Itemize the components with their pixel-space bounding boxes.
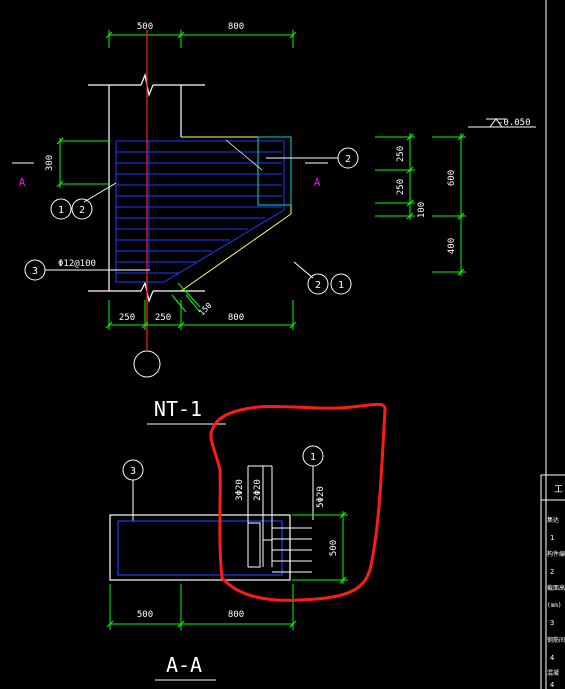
section-dim-bottom-1: 500 <box>137 610 153 620</box>
plan-dim-left: 300 <box>45 155 55 171</box>
plan-dim-top-2: 800 <box>228 22 244 32</box>
section-rebar-cage <box>117 520 283 576</box>
callout-right-bottom-num-2: 2 <box>315 280 321 291</box>
highlight-annotation <box>209 402 387 602</box>
section-callout-left-num: 3 <box>130 466 136 477</box>
detail-title: NT-1 <box>154 397 202 421</box>
section-mark-left: A <box>19 176 26 189</box>
elev-dim-left-2: 250 <box>396 179 406 195</box>
callout-left-circle-2 <box>71 198 93 220</box>
callout-right-bottom-circle-1 <box>330 273 352 295</box>
bar-label-5phi20: 5Φ20 <box>316 486 326 508</box>
side-panel-row-8: 钢筋间 <box>547 636 565 644</box>
callout-right-bottom-circle-2 <box>307 273 329 295</box>
plan-dim-diagonal: 150 <box>197 301 214 318</box>
side-panel-row-2: 1 <box>550 534 554 542</box>
side-panel-row-10: 混凝 <box>547 669 559 677</box>
callout-left-num-2: 2 <box>79 205 85 216</box>
section-aa: 3 1 3Φ20 2Φ20 5Φ20 <box>106 445 348 681</box>
section-mark-right: A <box>314 176 321 189</box>
callout-left-circle-1 <box>50 198 72 220</box>
level-label: -0.050 <box>498 118 531 128</box>
plan-inner-diagonal <box>225 139 263 171</box>
callout-left-leader <box>83 182 117 203</box>
elev-dim-right-1: 600 <box>447 170 457 186</box>
side-panel-row-3: 构件编 <box>547 550 565 558</box>
elev-dim-left-3: 100 <box>417 202 427 218</box>
elevation-dimensions: -0.050 250 250 100 600 400 <box>375 118 536 276</box>
plan-left-dimension <box>56 137 109 188</box>
plan-cyan-box <box>257 136 292 206</box>
plan-bottom-dimension <box>105 300 297 330</box>
callout-right-top-circle <box>337 147 359 169</box>
elev-dim-right-2: 400 <box>447 238 457 254</box>
plan-rebar-hatch <box>115 140 285 283</box>
callout-right-bottom-num-1: 1 <box>338 280 344 291</box>
plan-yellow-edges <box>180 136 292 292</box>
elev-dim-left-1: 250 <box>396 146 406 162</box>
plan-view: 500 800 <box>12 22 359 378</box>
section-title: A-A <box>166 653 202 677</box>
section-bar-lines <box>247 465 312 573</box>
plan-diagonal-dimension <box>171 282 201 313</box>
side-panel: 工 集达 1 构件编 2 截面高 (mm) 3 钢筋间 4 混凝 4 <box>540 0 565 689</box>
callout-bar-num: 3 <box>32 266 38 277</box>
plan-axis-bubble <box>133 350 161 378</box>
plan-dim-bottom-2: 250 <box>155 313 171 323</box>
plan-dim-bottom-3: 800 <box>228 313 244 323</box>
plan-top-dimension <box>105 30 297 48</box>
side-panel-row-1: 集达 <box>547 516 559 524</box>
section-dim-bottom-2: 800 <box>228 610 244 620</box>
callout-right-bottom-leader <box>293 261 314 279</box>
callout-left-num-1: 1 <box>58 205 64 216</box>
plan-dim-top-1: 500 <box>137 22 153 32</box>
side-panel-row-4: 2 <box>550 568 554 576</box>
callout-right-top-num: 2 <box>345 154 351 165</box>
bar-spec-label: Φ12@100 <box>58 259 96 269</box>
side-panel-row-7: 3 <box>550 619 554 627</box>
plan-dim-bottom-1: 250 <box>119 313 135 323</box>
bar-label-2phi20: 2Φ20 <box>253 479 263 501</box>
level-marker <box>468 118 536 128</box>
section-bottom-dimension <box>106 584 297 630</box>
side-panel-header: 工 <box>554 485 563 495</box>
elevation-right-dims <box>432 133 466 276</box>
bar-label-3phi20: 3Φ20 <box>235 479 245 501</box>
elevation-left-dims <box>375 133 415 220</box>
side-panel-row-5: 截面高 <box>547 584 565 592</box>
side-panel-row-6: (mm) <box>547 602 561 609</box>
section-dim-vertical: 500 <box>329 540 339 556</box>
section-vertical-dimension <box>292 511 348 584</box>
side-panel-row-11: 4 <box>550 681 554 689</box>
side-panel-row-9: 4 <box>550 654 554 662</box>
section-outline <box>109 514 291 581</box>
section-callout-right-num: 1 <box>310 452 316 463</box>
